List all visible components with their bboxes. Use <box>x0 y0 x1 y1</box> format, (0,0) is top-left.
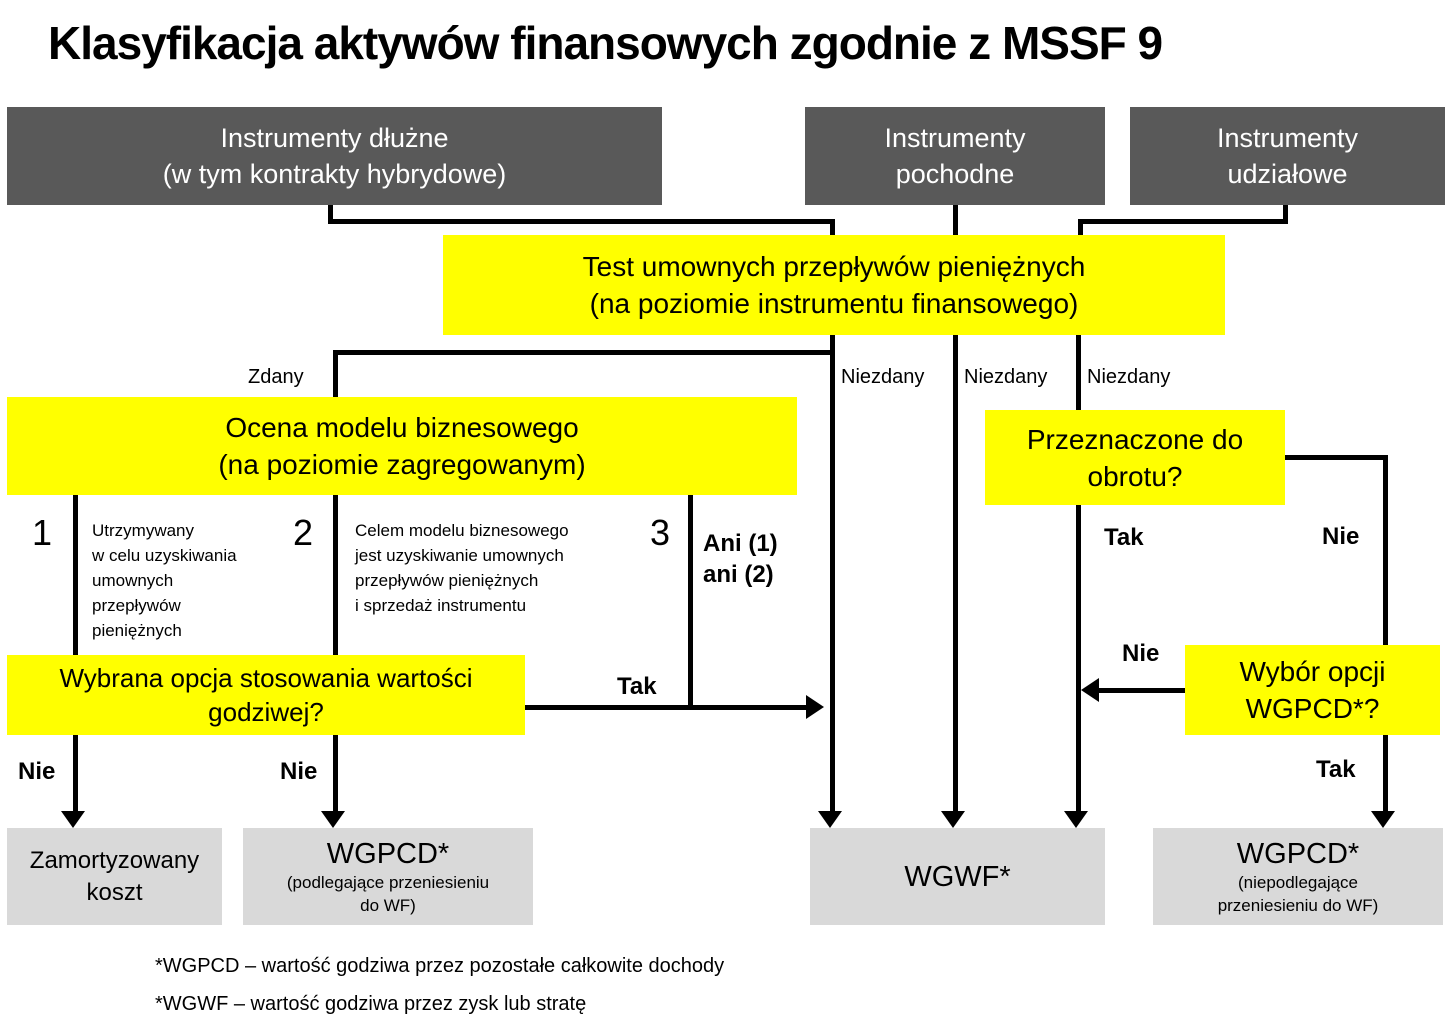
arrowhead-trading-tak-icon <box>1064 811 1088 828</box>
box-cash-flow-test-line2: (na poziomie instrumentu finansowego) <box>589 288 1079 319</box>
box-wgpcd-recycling: WGPCD* (podlegające przeniesieniu do WF) <box>243 828 533 925</box>
edge-label-niezdany-1: Niezdany <box>841 366 925 388</box>
connector-bm1-down <box>73 495 78 655</box>
edge-label-wgpcd-option-tak: Tak <box>1316 756 1356 783</box>
connector-debt-down <box>328 205 333 224</box>
connector-debt-horizontal <box>328 219 835 224</box>
connector-bm2-down <box>333 495 338 655</box>
page-title: Klasyfikacja aktywów finansowych zgodnie… <box>48 17 1163 69</box>
box-derivative-instruments-line1: Instrumenty <box>884 123 1026 153</box>
box-derivative-instruments-line2: pochodne <box>895 159 1015 189</box>
connector-equity-down <box>1283 205 1288 224</box>
box-wgpcd-option-line2: WGPCD*? <box>1245 693 1380 724</box>
arrowhead-niezdany1-icon <box>818 811 842 828</box>
box-amortized-cost: Zamortyzowany koszt <box>7 828 222 925</box>
box-debt-instruments-line2: (w tym kontrakty hybrydowe) <box>162 159 507 189</box>
connector-bm3-down <box>688 495 693 710</box>
connector-niezdany1-to-wgwf <box>830 335 835 815</box>
bm2-number: 2 <box>293 512 314 553</box>
connector-wgpcd-nie-horizontal <box>1097 688 1185 693</box>
edge-label-trading-nie: Nie <box>1322 523 1360 550</box>
connector-debt-into-test <box>830 219 835 237</box>
bm2-line-0: Celem modelu biznesowego <box>355 521 569 540</box>
connector-fv-tak-horizontal <box>525 705 808 710</box>
connector-niezdany3-to-trading <box>1076 335 1081 412</box>
arrowhead-niezdany2-icon <box>941 811 965 828</box>
edge-label-fv-tak: Tak <box>617 673 657 700</box>
edge-label-trading-tak: Tak <box>1104 524 1144 551</box>
box-fair-value-option: Wybrana opcja stosowania wartości godziw… <box>7 655 525 735</box>
box-equity-instruments-line2: udziałowe <box>1227 159 1348 189</box>
box-wgpcd-recycling-sub1: (podlegające przeniesieniu <box>286 872 490 892</box>
box-wgpcd-recycling-sub2: do WF) <box>360 895 416 915</box>
box-held-for-trading: Przeznaczone do obrotu? <box>985 410 1285 505</box>
box-wgwf-title: WGWF* <box>904 860 1011 893</box>
bm3-line-1: ani (2) <box>703 561 774 588</box>
box-held-for-trading-line2: obrotu? <box>1087 460 1183 492</box>
box-wgwf: WGWF* <box>810 828 1105 925</box>
arrowhead-fv-tak-icon <box>806 695 824 719</box>
arrowhead-wgpcd-nie-icon <box>1081 678 1099 702</box>
box-cash-flow-test: Test umownych przepływów pieniężnych (na… <box>443 235 1225 335</box>
connector-trading-nie-horizontal <box>1285 455 1388 460</box>
edge-label-fv-nie-1: Nie <box>18 758 56 785</box>
box-business-model-line2: (na poziomie zagregowanym) <box>218 449 586 480</box>
bm1-line-2: umownych <box>92 571 174 590</box>
box-wgpcd-no-recycling-sub2: przeniesieniu do WF) <box>1217 895 1379 915</box>
connector-derivatives-into-test <box>953 205 958 237</box>
box-debt-instruments-line1: Instrumenty dłużne <box>220 123 449 153</box>
box-equity-instruments-line1: Instrumenty <box>1216 123 1359 153</box>
bm2-line-3: i sprzedaż instrumentu <box>355 596 527 615</box>
connector-equity-into-test <box>1078 219 1083 237</box>
edge-label-fv-nie-2: Nie <box>280 758 318 785</box>
footnote-wgwf: *WGWF – wartość godziwa przez zysk lub s… <box>155 993 587 1015</box>
bm3-number: 3 <box>650 512 671 553</box>
bm1-line-1: w celu uzyskiwania <box>92 546 237 565</box>
bm1-line-0: Utrzymywany <box>92 521 195 540</box>
box-wgpcd-option: Wybór opcji WGPCD*? <box>1185 645 1440 735</box>
bm1-number: 1 <box>32 512 53 553</box>
connector-trading-tak-to-wgwf <box>1076 505 1081 815</box>
bm3-line-0: Ani (1) <box>703 530 778 557</box>
arrowhead-fv-nie2-icon <box>321 811 345 828</box>
edge-label-niezdany-3: Niezdany <box>1087 366 1171 388</box>
connector-niezdany2-to-wgwf <box>953 335 958 815</box>
connector-equity-horizontal <box>1078 219 1288 224</box>
connector-trading-nie-down <box>1383 455 1388 645</box>
box-wgpcd-recycling-title: WGPCD* <box>326 837 450 870</box>
connector-zdany-horizontal <box>333 350 835 355</box>
bm1-line-3: przepływów <box>92 596 181 615</box>
bm3-description: Ani (1) ani (2) <box>703 528 778 590</box>
box-amortized-cost-line1: Zamortyzowany <box>29 846 200 874</box>
box-wgpcd-no-recycling-title: WGPCD* <box>1236 837 1360 870</box>
edge-label-niezdany-2: Niezdany <box>964 366 1048 388</box>
edge-label-zdany: Zdany <box>248 366 304 388</box>
box-business-model: Ocena modelu biznesowego (na poziomie za… <box>7 397 797 495</box>
box-wgpcd-no-recycling: WGPCD* (niepodlegające przeniesieniu do … <box>1153 828 1443 925</box>
connector-zdany-down <box>333 350 338 399</box>
bm1-line-4: pieniężnych <box>92 621 182 640</box>
arrowhead-wgpcd-tak-icon <box>1371 811 1395 828</box>
box-derivative-instruments: Instrumenty pochodne <box>805 107 1105 205</box>
bm2-line-2: przepływów pieniężnych <box>355 571 539 590</box>
box-amortized-cost-line2: koszt <box>86 878 143 906</box>
box-wgpcd-option-line1: Wybór opcji <box>1239 656 1386 687</box>
bm2-line-1: jest uzyskiwanie umownych <box>355 546 564 565</box>
connector-wgpcd-tak-down <box>1383 735 1388 815</box>
box-cash-flow-test-line1: Test umownych przepływów pieniężnych <box>582 251 1086 282</box>
arrowhead-fv-nie1-icon <box>61 811 85 828</box>
box-wgpcd-no-recycling-sub1: (niepodlegające <box>1237 872 1359 892</box>
box-debt-instruments: Instrumenty dłużne (w tym kontrakty hybr… <box>7 107 662 205</box>
bm2-description: Celem modelu biznesowego jest uzyskiwani… <box>355 518 569 618</box>
edge-label-wgpcd-option-nie: Nie <box>1122 640 1160 667</box>
footnote-wgpcd: *WGPCD – wartość godziwa przez pozostałe… <box>155 955 725 977</box>
bm1-description: Utrzymywany w celu uzyskiwania umownych … <box>92 518 237 643</box>
box-fair-value-option-line1: Wybrana opcja stosowania wartości <box>59 663 473 693</box>
connector-fv-nie1-down <box>73 735 78 815</box>
box-equity-instruments: Instrumenty udziałowe <box>1130 107 1445 205</box>
box-held-for-trading-line1: Przeznaczone do <box>1026 423 1244 455</box>
box-business-model-line1: Ocena modelu biznesowego <box>225 412 579 443</box>
box-fair-value-option-line2: godziwej? <box>208 697 324 727</box>
connector-fv-nie2-down <box>333 735 338 815</box>
